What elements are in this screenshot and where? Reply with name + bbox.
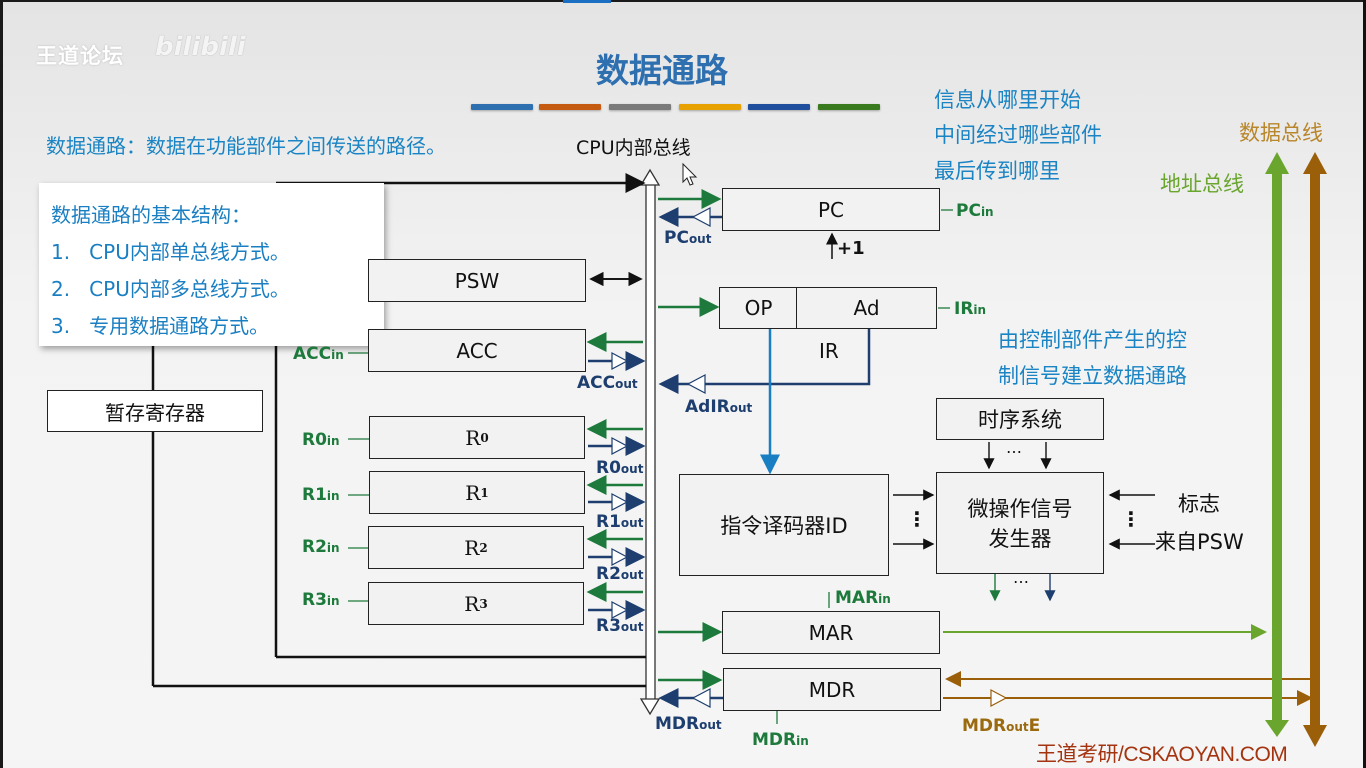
acc-out-signal: ACCout: [577, 373, 638, 393]
structure-heading: 数据通路的基本结构：: [51, 203, 251, 227]
window-edge: [1363, 0, 1366, 768]
datapath-wires: [151, 152, 1327, 747]
deco-bar: [539, 104, 601, 110]
register-io-arrows: [586, 332, 646, 620]
r3-in-signal: R3in: [302, 590, 340, 610]
timing-system: 时序系统: [936, 398, 1104, 440]
control-note-1: 由控制部件产生的控: [998, 328, 1187, 352]
internal-bus-label: CPU内部总线: [576, 137, 691, 159]
timing-dots: …: [1006, 438, 1022, 457]
item-text: CPU内部多总线方式。: [89, 277, 290, 301]
deco-bar: [748, 104, 810, 110]
ir-ad-field: Ad: [796, 287, 937, 329]
acc-in-signal: ACCin: [293, 344, 344, 364]
item-text: 专用数据通路方式。: [89, 314, 270, 338]
deco-bar: [609, 104, 671, 110]
pc-increment-label: +1: [837, 238, 865, 259]
r2-out-signal: R2out: [596, 564, 644, 584]
deco-bar: [471, 104, 533, 110]
data-bus-label: 数据总线: [1239, 121, 1323, 145]
mdr-out-signal: MDRout: [655, 714, 722, 734]
definition-text: 数据通路：数据在功能部件之间传送的路径。: [46, 134, 446, 158]
item-number: 2.: [51, 277, 71, 301]
r0-out-signal: R0out: [596, 458, 644, 478]
deco-bar: [818, 104, 880, 110]
r3-out-signal: R3out: [596, 616, 644, 636]
flags-vdots: ⋮: [1121, 507, 1141, 531]
address-bus-label: 地址总线: [1160, 172, 1244, 196]
r1-out-signal: R1out: [596, 512, 644, 532]
psw-register: PSW: [368, 259, 586, 302]
decoder-vdots: ⋮: [907, 507, 927, 531]
structure-item-1: 1. CPU内部单总线方式。: [51, 236, 290, 265]
question-3: 最后传到哪里: [934, 159, 1060, 183]
flags-label: 标志: [1178, 492, 1220, 516]
structure-item-2: 2. CPU内部多总线方式。: [51, 273, 290, 302]
reg-subscript: 0: [480, 430, 489, 445]
mdr-in-signal: MDRin: [752, 730, 809, 750]
reg-name: R: [465, 480, 481, 505]
ir-in-signal: IRin: [954, 299, 987, 319]
reg-subscript: 2: [479, 540, 488, 555]
mar-in-signal: MARin: [835, 588, 891, 608]
pc-out-signal: PCout: [664, 228, 712, 248]
mar-register: MAR: [722, 611, 940, 654]
mdr-register: MDR: [723, 668, 941, 711]
bilibili-logo-icon: bilibili: [155, 32, 246, 62]
mouse-cursor-icon: [682, 162, 698, 186]
watermark-text: 王道论坛: [36, 44, 124, 68]
mdr-out-e-signal: MDRoutE: [962, 716, 1041, 736]
acc-register: ACC: [368, 329, 586, 372]
control-note-2: 制信号建立数据通路: [998, 364, 1187, 388]
reg-name: R: [464, 535, 480, 560]
question-1: 信息从哪里开始: [934, 88, 1081, 112]
reg-name: R: [465, 425, 481, 450]
deco-bar: [679, 104, 741, 110]
slide-title: 数据通路: [596, 51, 728, 90]
slide: 王道论坛 bilibili 数据通路 数据通路：数据在功能部件之间传送的路径。 …: [3, 2, 1363, 768]
r0-in-signal: R0in: [302, 430, 340, 450]
reg-subscript: 3: [479, 596, 488, 611]
temp-register: 暂存寄存器: [47, 390, 263, 432]
flags-from-psw-label: 来自PSW: [1155, 530, 1244, 554]
reg-subscript: 1: [480, 485, 489, 500]
item-number: 3.: [51, 314, 71, 338]
data-bus-arrow: [1303, 152, 1327, 747]
footer-brand: 王道考研/CSKAOYAN.COM: [1036, 743, 1288, 766]
pc-in-signal: PCin: [956, 201, 994, 221]
structure-item-3: 3. 专用数据通路方式。: [51, 310, 269, 339]
ir-op-field: OP: [719, 287, 798, 329]
ir-label: IR: [819, 339, 839, 363]
item-text: CPU内部单总线方式。: [89, 240, 290, 264]
r2-in-signal: R2in: [302, 537, 340, 557]
adir-out-signal: AdIRout: [685, 397, 753, 417]
progress-indicator: [563, 0, 611, 3]
structure-note-box: 数据通路的基本结构： 1. CPU内部单总线方式。 2. CPU内部多总线方式。…: [39, 183, 384, 346]
instruction-decoder: 指令译码器ID: [679, 474, 889, 576]
control-output-dots: …: [1013, 568, 1029, 587]
reg-name: R: [464, 591, 480, 616]
generator-label-line2: 发生器: [988, 527, 1052, 551]
micro-op-generator: 微操作信号 发生器: [936, 472, 1104, 574]
internal-bus-arrow: [639, 168, 661, 716]
r1-in-signal: R1in: [302, 485, 340, 505]
address-bus-arrow: [1265, 152, 1289, 737]
question-2: 中间经过哪些部件: [934, 123, 1102, 147]
generator-label-line1: 微操作信号: [967, 497, 1073, 521]
pc-register: PC: [722, 188, 940, 231]
item-number: 1.: [51, 240, 71, 264]
